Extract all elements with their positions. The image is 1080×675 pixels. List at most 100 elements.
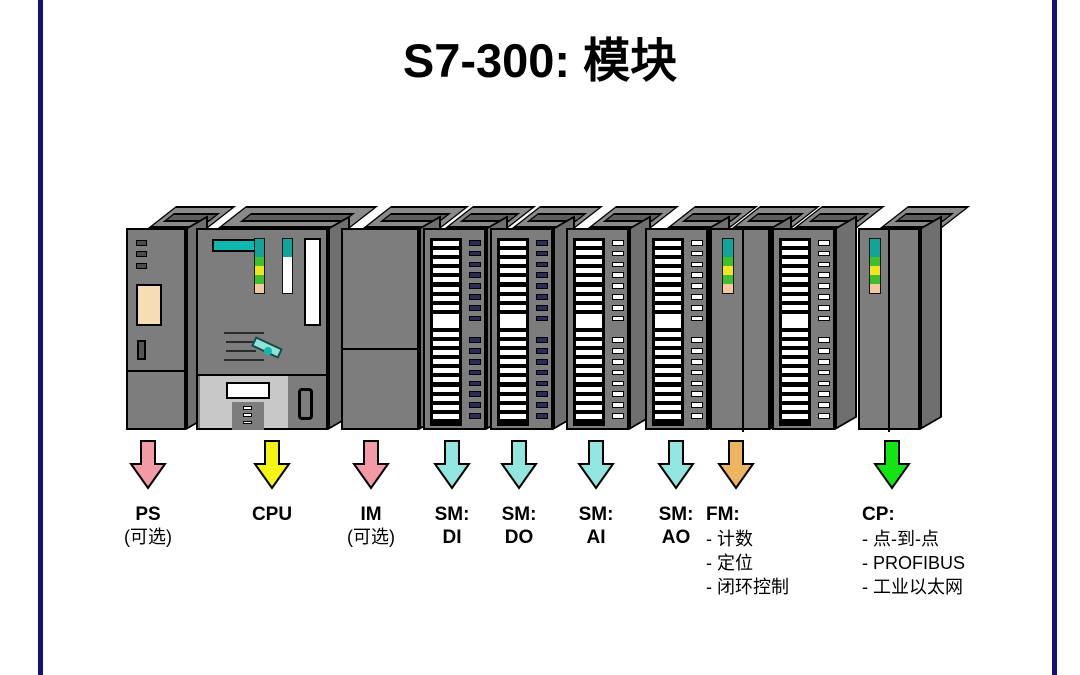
terminal-slot (576, 386, 602, 392)
arrow-cp (873, 440, 911, 490)
led-indicator (818, 261, 830, 268)
led-indicator (536, 261, 548, 268)
terminal-slot (433, 277, 459, 283)
module-front-face (341, 228, 419, 430)
led-indicator (469, 402, 481, 408)
led-indicator-column (469, 240, 481, 424)
cpu-status-led-stack-a (254, 238, 265, 294)
cp-status-led-stack (869, 238, 881, 294)
led-indicator (818, 380, 830, 387)
led-indicator (536, 413, 548, 419)
led-indicator (612, 261, 624, 268)
module-label-title-cpu: CPU (251, 504, 293, 525)
led-indicator (612, 391, 624, 397)
led-indicator (612, 250, 624, 257)
module-front-face (772, 228, 835, 430)
cpu-panel-divider (198, 374, 326, 376)
module-label-sub-sm_di: DI (442, 527, 462, 548)
led-indicator (691, 402, 703, 408)
led-indicator (612, 348, 624, 354)
terminal-slot (782, 386, 808, 392)
terminal-slot (433, 250, 459, 256)
led-indicator (536, 337, 548, 343)
terminal-slot (782, 359, 808, 365)
status-led (283, 275, 292, 284)
terminal-gap (433, 313, 459, 328)
terminal-gap (655, 313, 681, 328)
mode-switch-graphic[interactable] (224, 332, 283, 366)
led-indicator (818, 402, 830, 408)
terminal-slot (782, 377, 808, 383)
led-indicator (469, 391, 481, 397)
led-indicator (469, 413, 481, 419)
status-led (255, 266, 264, 275)
module-top-inset (746, 212, 805, 223)
led-indicator (818, 413, 830, 419)
page-title: S7-300: 模块 (402, 34, 678, 87)
module-label-title-sm_do: SM: (501, 504, 537, 525)
terminal-slot (500, 295, 526, 301)
led-indicator (691, 413, 703, 419)
module-label-sub-sm_ai: AI (586, 527, 606, 548)
led-indicator (818, 369, 830, 376)
terminal-slot (655, 295, 681, 301)
led-indicator (536, 315, 548, 322)
module-front-face (423, 228, 486, 430)
arrow-ps (129, 440, 167, 490)
led-indicator (243, 413, 252, 418)
cpu-status-led-stack-b (282, 238, 293, 294)
module-top-inset (681, 212, 743, 223)
terminal-slot (433, 377, 459, 383)
down-arrow-icon (717, 440, 755, 490)
terminal-slot (655, 241, 681, 247)
terminal-slot (500, 277, 526, 283)
down-arrow-icon (500, 440, 538, 490)
module-label-bullet: - 闭环控制 (706, 577, 789, 597)
status-led (255, 257, 264, 266)
led-indicator (136, 251, 147, 258)
led-indicator (536, 272, 548, 279)
terminal-slot (655, 395, 681, 401)
terminal-slot (500, 241, 526, 247)
led-indicator (612, 337, 624, 343)
terminal-slot (782, 286, 808, 292)
terminal-strip (430, 238, 462, 426)
terminal-slot (655, 250, 681, 256)
led-indicator (818, 337, 830, 343)
led-indicator (691, 250, 703, 257)
status-led (255, 239, 264, 248)
terminal-slot (576, 286, 602, 292)
terminal-slot (655, 368, 681, 374)
led-indicator (469, 315, 481, 322)
led-indicator (818, 315, 830, 322)
led-indicator (536, 283, 548, 289)
terminal-slot (576, 359, 602, 365)
led-indicator (469, 369, 481, 376)
terminal-slot (655, 350, 681, 356)
module-label-title-im: IM (360, 504, 382, 525)
im-panel-divider (343, 348, 417, 350)
terminal-slot (655, 268, 681, 274)
terminal-slot (500, 286, 526, 292)
led-indicator (818, 250, 830, 257)
module-front-face (196, 228, 328, 430)
terminal-strip (652, 238, 684, 426)
status-led (723, 275, 733, 284)
mode-switch-line (224, 359, 264, 361)
module-front-face (710, 228, 770, 432)
terminal-slot (576, 268, 602, 274)
module-top-inset (602, 212, 664, 223)
led-gap (469, 327, 481, 338)
terminal-slot (576, 404, 602, 410)
module-label-title-cp: CP: (862, 504, 895, 525)
led-indicator (691, 294, 703, 300)
arrow-cpu (253, 440, 291, 490)
terminal-strip (779, 238, 811, 426)
arrow-fm (717, 440, 755, 490)
led-indicator (612, 315, 624, 322)
terminal-slot (500, 359, 526, 365)
terminal-slot (500, 404, 526, 410)
module-top-inset (808, 212, 870, 223)
led-indicator (612, 402, 624, 408)
module-label-bullet: - 点-到-点 (862, 529, 939, 549)
